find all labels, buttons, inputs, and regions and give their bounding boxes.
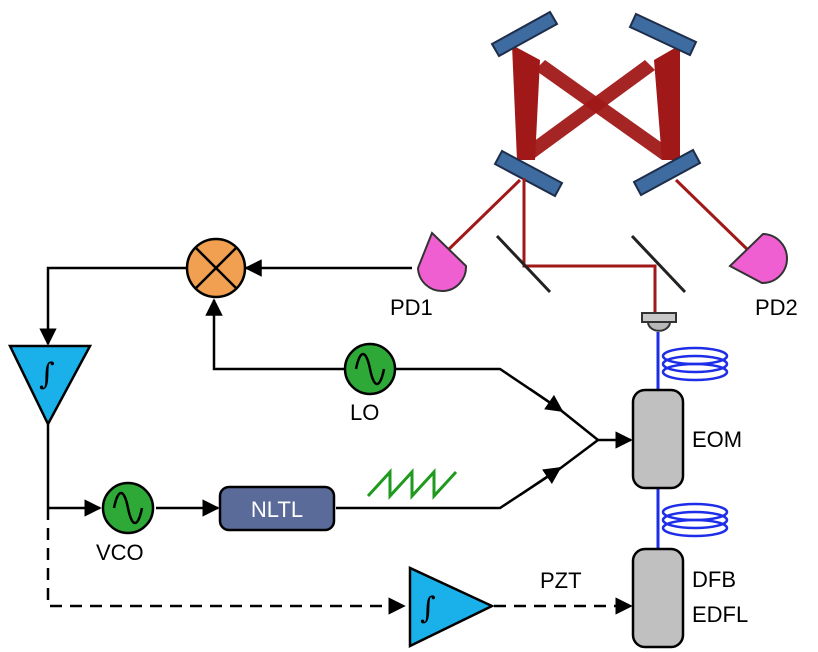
- cavity-beams: [512, 45, 680, 160]
- bow-tie-cavity: [490, 10, 702, 198]
- sine-wave-icon: [112, 491, 144, 525]
- lo-label: LO: [350, 400, 379, 425]
- vco-oscillator: [101, 481, 155, 535]
- pzt-feedback-wire: [46, 508, 633, 615]
- pd2-label: PD2: [755, 295, 798, 320]
- dfb-edfl-box: [631, 547, 685, 649]
- integrator-lower: ∫: [408, 566, 495, 649]
- eom-box: [631, 388, 685, 490]
- vco-label: VCO: [96, 540, 144, 565]
- dfb-label: DFB: [692, 567, 736, 592]
- lo-oscillator: [343, 342, 397, 396]
- signal-wires: [39, 259, 633, 517]
- sawtooth-waveform-icon: [366, 468, 458, 500]
- steering-mirror-left: [495, 234, 552, 294]
- integrator-upper: ∫: [8, 344, 93, 427]
- pd1-label: PD1: [390, 295, 433, 320]
- integral-icon: ∫: [39, 357, 55, 392]
- photodiode-icon: [728, 232, 788, 285]
- edfl-label: EDFL: [692, 602, 748, 627]
- cavity-mirror-bottom-right: [632, 148, 702, 197]
- cavity-mirror-top-right: [628, 12, 698, 57]
- photodiode-pd2: [728, 232, 788, 285]
- eom-label: EOM: [692, 427, 742, 452]
- integral-icon: ∫: [420, 591, 436, 626]
- beam-paths: [444, 178, 752, 312]
- fiber-collimator: [641, 312, 677, 332]
- nltl-label: NLTL: [251, 497, 303, 522]
- mixer: [185, 237, 247, 299]
- fiber-coil-lower: [661, 502, 729, 538]
- cavity-mirror-bottom-left: [493, 149, 564, 198]
- pzt-label: PZT: [540, 568, 582, 593]
- sine-wave-icon: [354, 352, 386, 386]
- nltl-box: [218, 485, 336, 532]
- photodiode-icon: [416, 231, 468, 292]
- photodiode-pd1: [416, 231, 468, 292]
- fiber-coil-upper: [661, 346, 729, 382]
- cavity-mirror-top-left: [490, 10, 559, 58]
- steering-mirror-right: [630, 234, 687, 294]
